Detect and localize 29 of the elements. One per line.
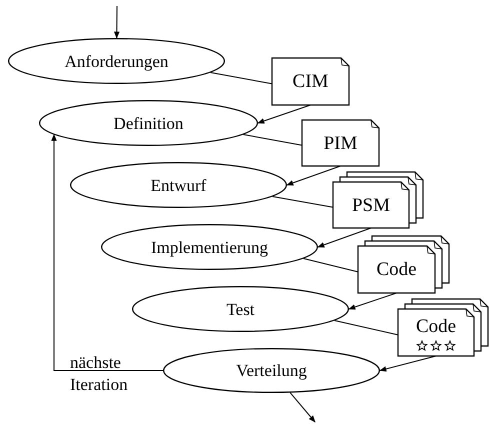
step-label: Verteilung: [236, 362, 307, 379]
step-label: Entwurf: [150, 176, 206, 194]
process-ellipse: [8, 38, 225, 84]
document-stack: [358, 236, 449, 293]
step-label: Implementierung: [150, 238, 268, 256]
arrow: [51, 134, 164, 371]
step-label: Anforderungen: [64, 52, 168, 70]
model-label: PIM: [324, 134, 358, 152]
model-label: PSM: [352, 196, 390, 214]
step-label: Definition: [114, 114, 184, 132]
arrow: [317, 228, 372, 248]
process-ellipse: [39, 100, 258, 146]
model-label: Code: [376, 260, 417, 279]
arrow: [286, 166, 341, 186]
process-ellipse: [163, 348, 380, 393]
arrow: [114, 6, 120, 39]
document-stack: [333, 172, 423, 228]
document-shape: [302, 120, 379, 166]
edge-label: nächste Iteration: [70, 352, 129, 396]
process-ellipse: [132, 286, 349, 332]
model-label: Code: [416, 317, 456, 336]
step-label: Test: [226, 300, 255, 318]
document-shape: [272, 58, 349, 105]
arrow: [257, 104, 311, 124]
arrow: [290, 392, 316, 423]
process-ellipse: [70, 162, 287, 208]
model-label: CIM: [292, 72, 328, 91]
document-stack: [398, 299, 488, 356]
process-ellipse: [101, 224, 318, 270]
